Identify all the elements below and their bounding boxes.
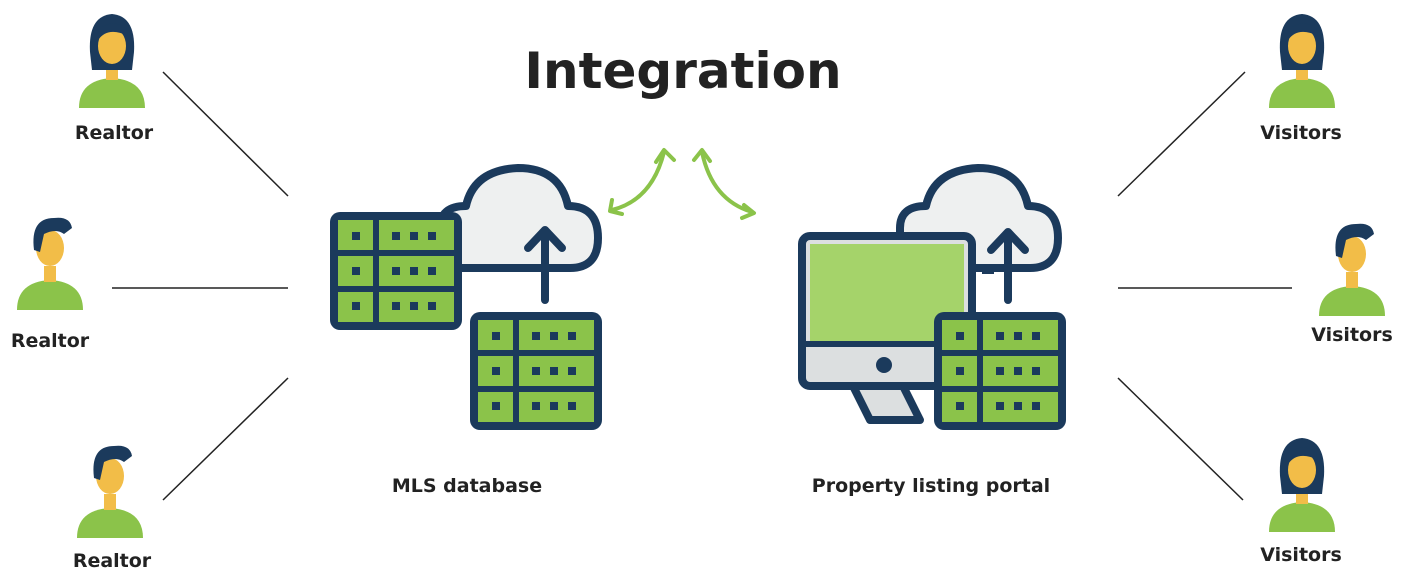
- realtor-1-label: Realtor: [74, 122, 154, 144]
- connector-line: [1117, 377, 1244, 501]
- diagram-title: Integration: [524, 42, 842, 100]
- connector-line: [162, 377, 289, 501]
- realtor-2-label: Realtor: [10, 330, 90, 352]
- connector-line: [1117, 71, 1246, 197]
- visitor-2-label: Visitors: [1311, 324, 1393, 346]
- double-headed-arrow-icon: [608, 148, 756, 220]
- cloud-server-icon: [330, 168, 602, 430]
- mls-database-label: MLS database: [391, 475, 543, 497]
- connector-line: [162, 71, 289, 197]
- realtor-3-label: Realtor: [72, 550, 152, 572]
- visitor-connector-lines: [1117, 71, 1292, 501]
- visitor-1-avatar: [1269, 14, 1335, 108]
- realtor-1-avatar: [79, 14, 145, 108]
- cloud-monitor-server-icon: [798, 168, 1066, 430]
- property-portal-label: Property listing portal: [811, 475, 1051, 497]
- visitor-1-label: Visitors: [1260, 122, 1342, 144]
- realtor-2-avatar: [17, 217, 83, 310]
- realtor-3-avatar: [77, 445, 143, 538]
- realtor-connector-lines: [112, 71, 289, 501]
- visitor-3-avatar: [1269, 438, 1335, 532]
- visitor-2-avatar: [1319, 223, 1385, 316]
- visitor-3-label: Visitors: [1260, 544, 1342, 566]
